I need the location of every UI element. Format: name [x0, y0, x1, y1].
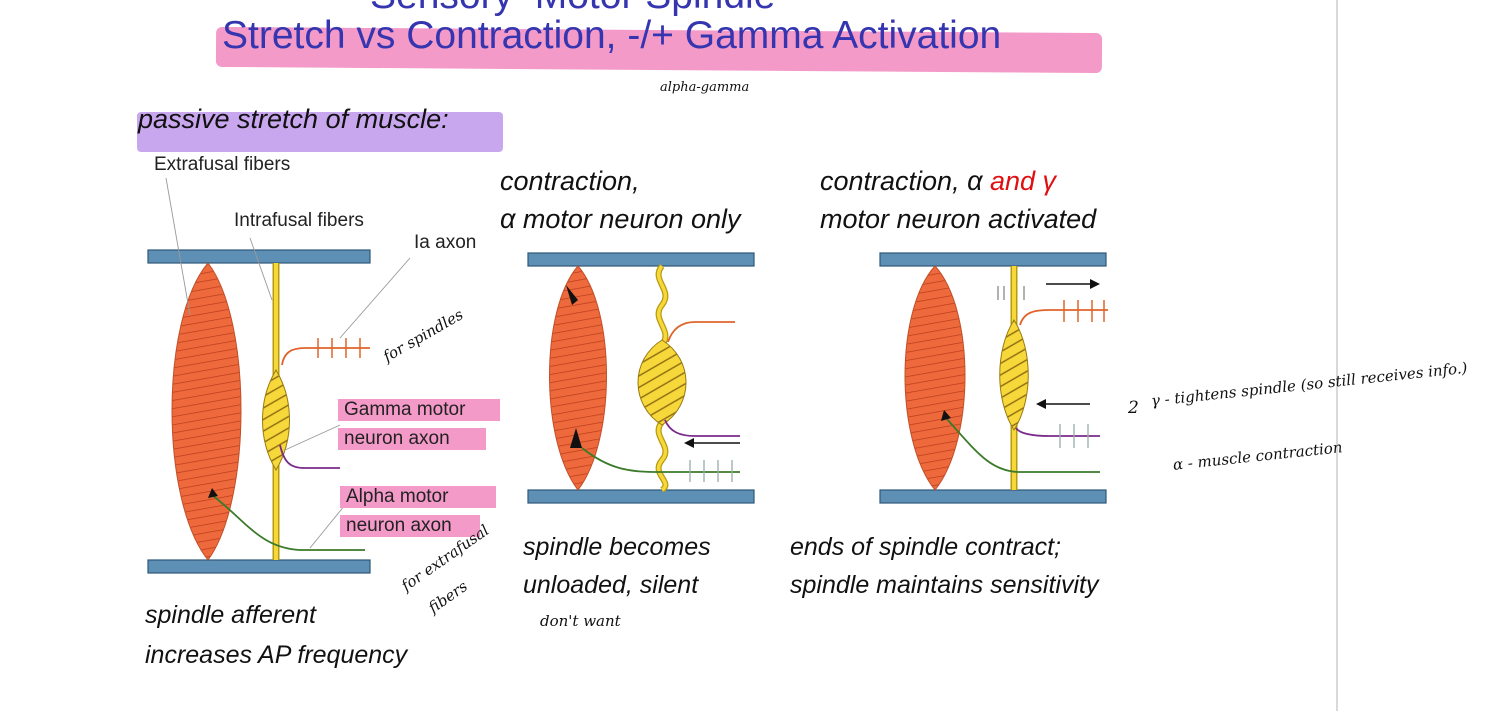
handwritten-alpha-gamma: alpha-gamma: [660, 80, 750, 95]
alpha-only-heading-line1: contraction,: [500, 166, 640, 196]
alpha-axon: [211, 494, 365, 551]
title-cut-line: Sensory–Motor Spindle: [370, 0, 775, 18]
extrafusal-muscle: [171, 262, 242, 561]
passive-heading: passive stretch of muscle:: [138, 104, 449, 134]
panel-passive-diagram: [147, 177, 411, 574]
alpha-label-line2: neuron axon: [340, 515, 480, 537]
alpha-gamma-caption-line2: spindle maintains sensitivity: [790, 571, 1099, 599]
panel-alpha-gamma-diagram: [879, 252, 1108, 504]
gamma-axon: [279, 444, 340, 469]
panel-alpha-only-diagram: [527, 252, 755, 504]
handwritten-dont-want: don't want: [540, 612, 621, 630]
intrafusal-label: Intrafusal fibers: [234, 210, 364, 231]
alpha-gamma-heading-b: and γ: [989, 166, 1057, 196]
alpha-gamma-heading-a: contraction, α: [820, 166, 990, 196]
ia-axon-label: Ia axon: [414, 232, 477, 253]
extrafusal-label: Extrafusal fibers: [154, 154, 291, 175]
passive-caption-line1: spindle afferent: [145, 601, 316, 629]
passive-heading-highlight: [137, 112, 503, 152]
alpha-only-heading-line2: α motor neuron only: [500, 204, 741, 234]
page-divider: [1336, 0, 1338, 711]
alpha-gamma-heading-line2: motor neuron activated: [820, 204, 1097, 234]
alpha-label-line1: Alpha motor: [340, 486, 496, 508]
alpha-gamma-caption-line1: ends of spindle contract;: [790, 533, 1061, 561]
page-title: Stretch vs Contraction, -/+ Gamma Activa…: [222, 14, 1002, 57]
spindle: [262, 369, 290, 471]
top-plate: [147, 249, 371, 264]
gamma-label-line1: Gamma motor: [338, 399, 500, 421]
alpha-only-caption-line1: spindle becomes: [523, 533, 711, 561]
passive-caption-line2: increases AP frequency: [145, 641, 408, 669]
ia-axon: [281, 347, 370, 366]
alpha-gamma-heading-line1: contraction, α and γ: [820, 162, 1056, 200]
handwritten-note-marker: 2: [1128, 398, 1139, 418]
alpha-only-caption-line2: unloaded, silent: [523, 571, 699, 599]
gamma-label-line2: neuron axon: [338, 428, 486, 450]
bottom-plate: [147, 559, 371, 574]
